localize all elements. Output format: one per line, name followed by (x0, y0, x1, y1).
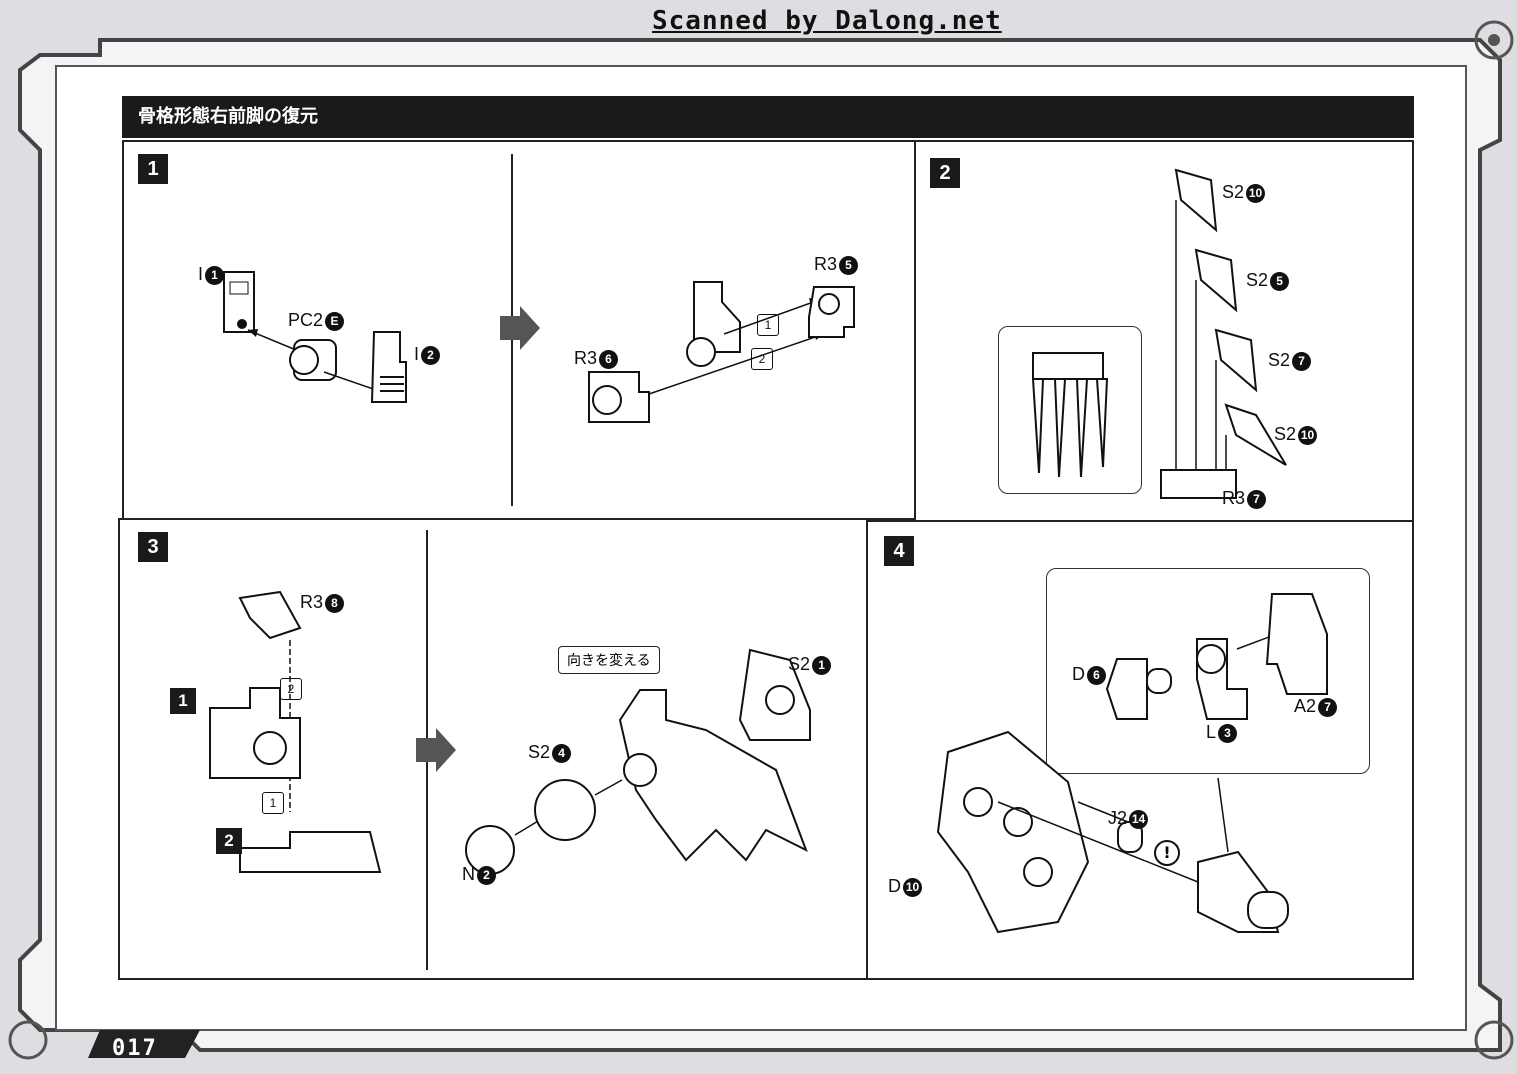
part-assembly-drawing (465, 648, 811, 875)
part-number-badge: 7 (1292, 351, 1312, 371)
step-number: 2 (930, 158, 960, 188)
part-number-badge: 7 (1247, 489, 1267, 509)
part-assembly-drawing (588, 281, 855, 423)
part-number-badge: 2 (421, 345, 441, 365)
step-number: 4 (884, 536, 914, 566)
part-number-badge: 5 (1270, 271, 1290, 291)
part-number-badge: 5 (839, 255, 859, 275)
sub-part-badge: 1 (170, 688, 196, 714)
orientation-note: 向きを変える (558, 646, 660, 674)
part-number-badge: 3 (1218, 723, 1238, 743)
part-number-badge: 6 (599, 349, 619, 369)
gear-icon (8, 20, 1514, 1060)
part-number-badge: 4 (552, 743, 572, 763)
order-number: 1 (262, 792, 284, 814)
claw-parts-drawing (1160, 168, 1287, 499)
part-number-badge: 1 (205, 265, 225, 285)
part-number-badge: 14 (1129, 809, 1149, 829)
step-number: 1 (138, 154, 168, 184)
caution-icon: ! (1154, 840, 1180, 866)
step-number: 3 (138, 532, 168, 562)
part-number-badge: 1 (812, 655, 832, 675)
page-number: 017 (112, 1036, 158, 1061)
part-number-badge: E (325, 311, 345, 331)
part-number-badge: 2 (477, 865, 496, 885)
part-number-badge: 6 (1087, 665, 1106, 685)
part-number-badge: 10 (903, 877, 922, 897)
order-number: 1 (757, 314, 779, 336)
section-title: 骨格形態右前脚の復元 (122, 96, 1414, 138)
part-number-badge: 10 (1246, 183, 1266, 203)
order-number: 2 (280, 678, 302, 700)
part-assembly-drawing (209, 590, 382, 873)
sub-part-badge: 2 (216, 828, 242, 854)
part-number-badge: 10 (1298, 425, 1318, 445)
part-assembly-drawing (223, 271, 407, 403)
watermark: Scanned by Dalong.net (652, 6, 1002, 36)
part-assembly-drawing (936, 730, 1289, 934)
order-number: 2 (751, 348, 773, 370)
part-number-badge: 8 (325, 593, 345, 613)
detail-inset (998, 326, 1142, 494)
next-arrow-icon (416, 728, 456, 772)
claw-assembly-drawing (1031, 352, 1109, 478)
part-number-badge: 7 (1318, 697, 1338, 717)
part-assembly-drawing (1105, 593, 1328, 720)
next-arrow-icon (500, 306, 540, 350)
